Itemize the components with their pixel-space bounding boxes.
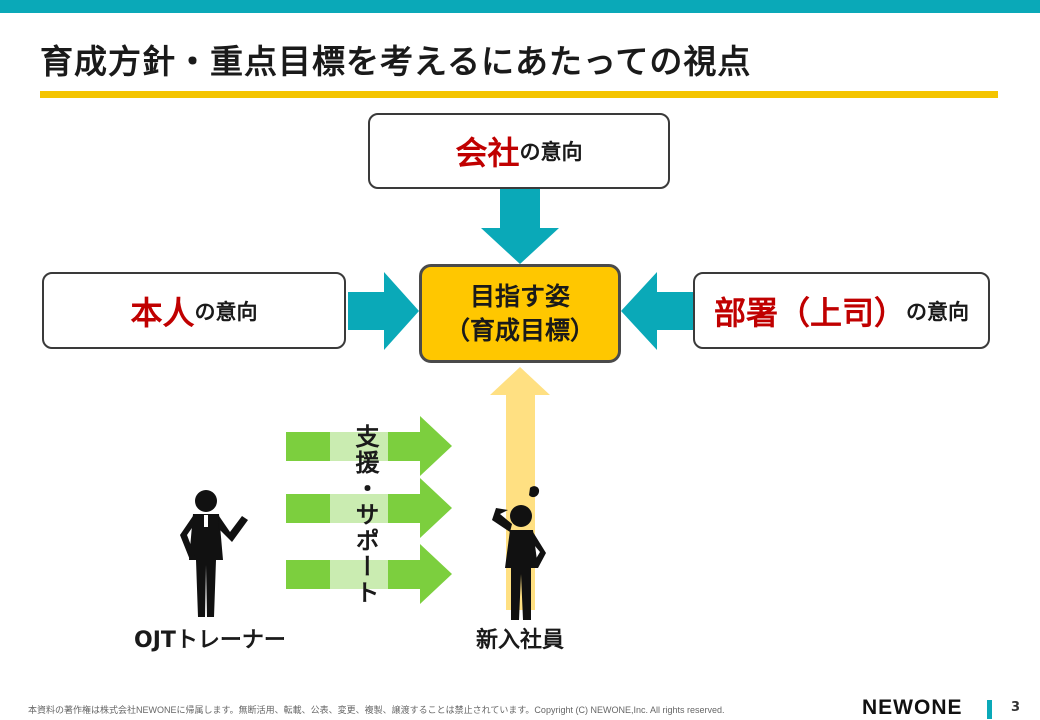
department-suffix: の意向 xyxy=(906,299,969,324)
page-title: 育成方針・重点目標を考えるにあたっての視点 xyxy=(40,42,752,81)
copyright-footer: 本資料の著作権は株式会社NEWONEに帰属します。無断活用、転載、公表、変更、複… xyxy=(28,705,725,715)
company-suffix: の意向 xyxy=(519,140,583,164)
new-hire-figure xyxy=(492,486,546,620)
support-text-band xyxy=(330,418,388,606)
goal-box: 目指す姿 （育成目標） xyxy=(419,264,621,363)
self-label: 本人 xyxy=(130,293,195,332)
arrow-dept-to-goal xyxy=(621,272,693,350)
trainer-label: OJTトレーナー xyxy=(134,628,286,653)
company-label: 会社 xyxy=(455,134,520,172)
title-underline xyxy=(40,91,998,98)
arrow-self-to-goal xyxy=(348,272,419,350)
self-intent-box: 本人の意向 xyxy=(42,272,346,349)
company-logo: NEWONE xyxy=(862,696,963,719)
arrow-company-to-goal xyxy=(481,189,559,264)
company-intent-box: 会社の意向 xyxy=(368,113,670,189)
page-number: 3 xyxy=(1011,700,1021,715)
new-hire-label: 新入社員 xyxy=(476,628,565,653)
department-intent-box: 部署（上司）の意向 xyxy=(693,272,990,349)
top-accent-bar xyxy=(0,0,1040,13)
department-label: 部署（上司） xyxy=(713,293,906,332)
trainer-figure xyxy=(180,490,248,617)
logo-divider xyxy=(987,700,992,719)
self-suffix: の意向 xyxy=(194,299,258,324)
goal-line-2: （育成目標） xyxy=(444,315,595,345)
goal-line-1: 目指す姿 xyxy=(469,281,570,311)
support-label: 支援・サポート xyxy=(351,424,379,606)
